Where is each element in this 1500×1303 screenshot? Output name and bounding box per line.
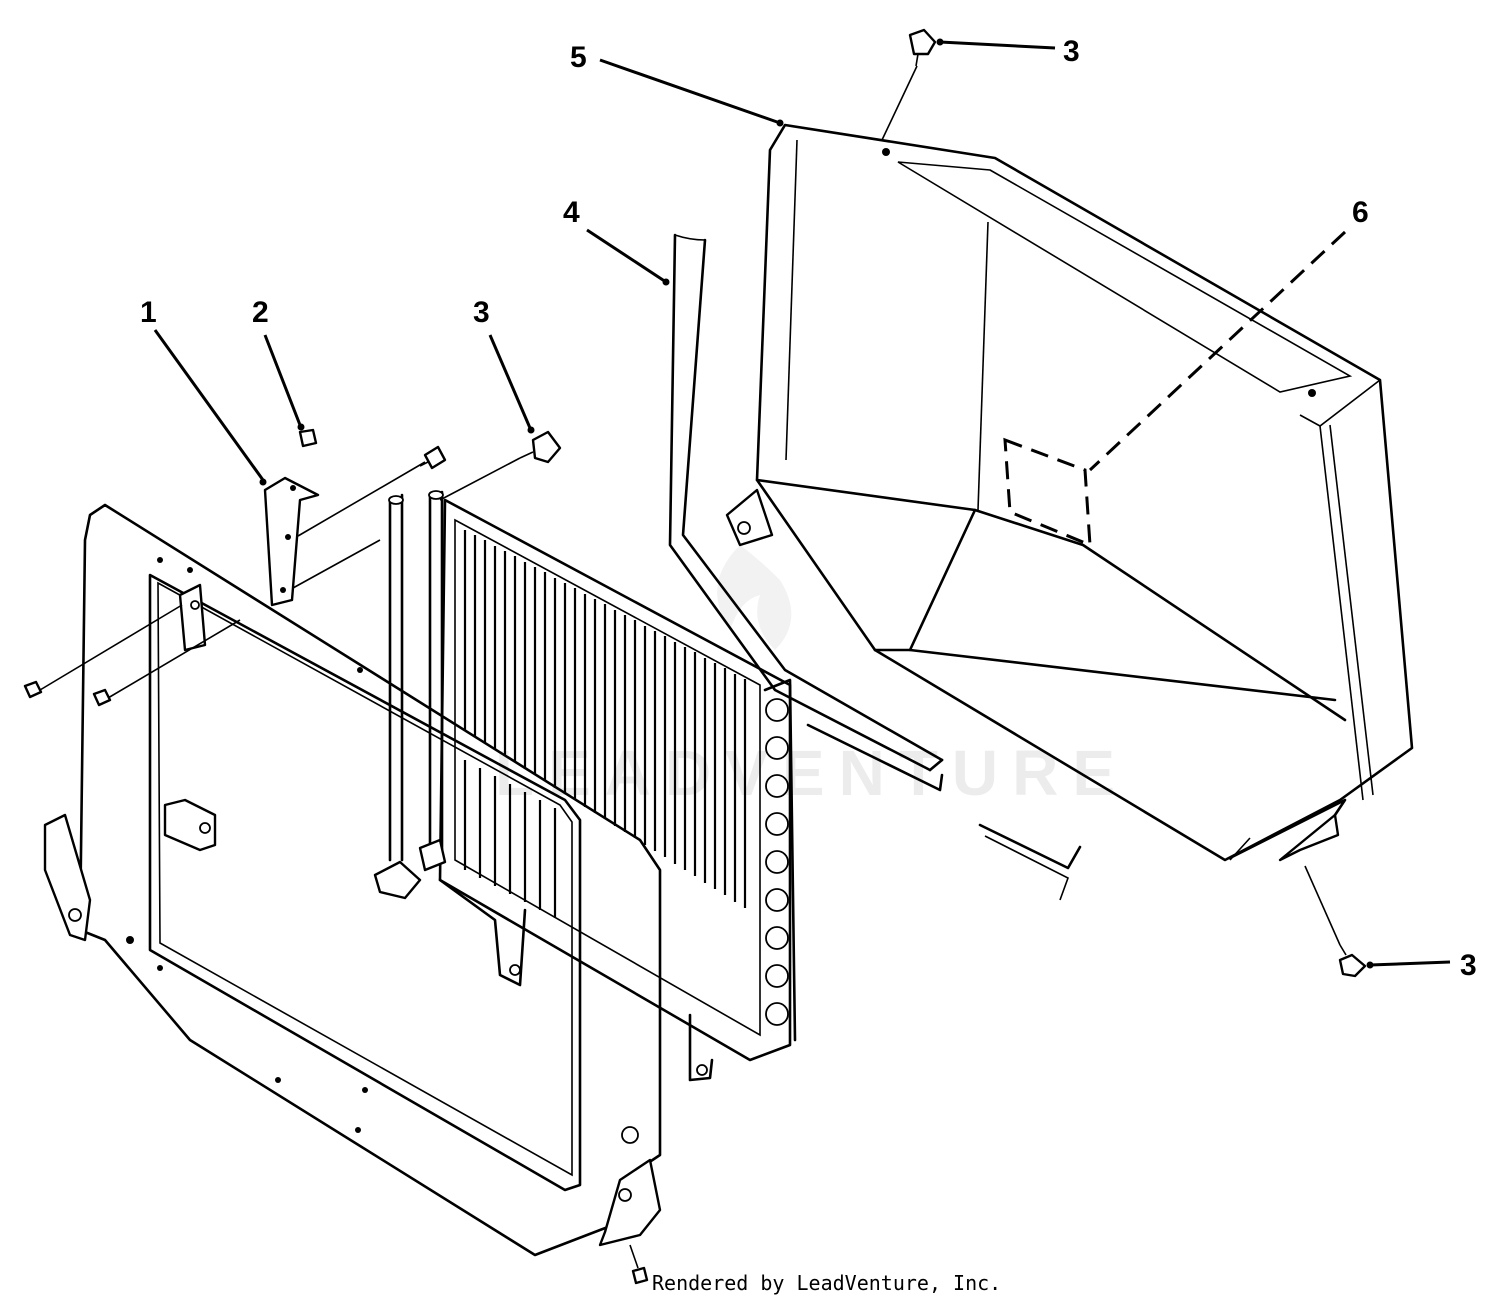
callout-leaders xyxy=(153,38,1451,969)
callout-3-left: 3 xyxy=(473,296,490,329)
watermark-text: LEADVENTURE xyxy=(495,737,1129,809)
callout-5: 5 xyxy=(570,41,587,74)
hardware xyxy=(23,28,1367,1285)
callout-1: 1 xyxy=(140,296,157,329)
render-credit: Rendered by LeadVenture, Inc. xyxy=(652,1271,1001,1295)
callout-2: 2 xyxy=(252,296,269,329)
condenser xyxy=(373,490,797,1082)
assembly-lines xyxy=(39,65,1341,1269)
callout-4: 4 xyxy=(563,196,580,229)
gasket-strip xyxy=(668,233,1082,901)
callout-6: 6 xyxy=(1352,196,1369,229)
baffle-frame xyxy=(43,476,662,1257)
callout-3-top: 3 xyxy=(1063,35,1080,68)
callout-3-bottom: 3 xyxy=(1460,949,1477,982)
shroud xyxy=(725,123,1414,862)
watermark: LEADVENTURE xyxy=(495,545,1129,809)
decal-outline xyxy=(1003,437,1092,548)
condenser-fins xyxy=(463,530,747,918)
callout-labels: 1 2 3 4 5 3 6 3 xyxy=(140,35,1477,982)
tube-bends xyxy=(763,678,797,1042)
